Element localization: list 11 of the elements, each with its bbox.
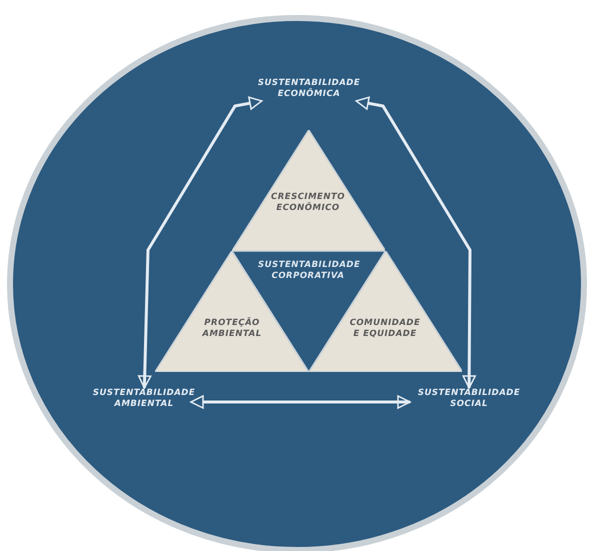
double-arrow [138,96,263,389]
triangle-segment [232,130,386,251]
node-label: SUSTENTABILIDADE CORPORATIVA [258,260,358,283]
double-arrow [190,395,411,409]
node-label: COMUNIDADE E EQUIDADE [348,318,422,341]
node-label: SUSTENTABILIDADE AMBIENTAL [92,388,196,411]
node-label: SUSTENTABILIDADE SOCIAL [416,388,522,411]
double-arrow [355,96,476,389]
node-label: CRESCIMENTO ECONÔMICO [270,192,346,215]
node-label: PROTEÇÃO AMBIENTAL [201,318,263,341]
node-label: SUSTENTABILIDADE ECONÔMICA [256,78,362,101]
